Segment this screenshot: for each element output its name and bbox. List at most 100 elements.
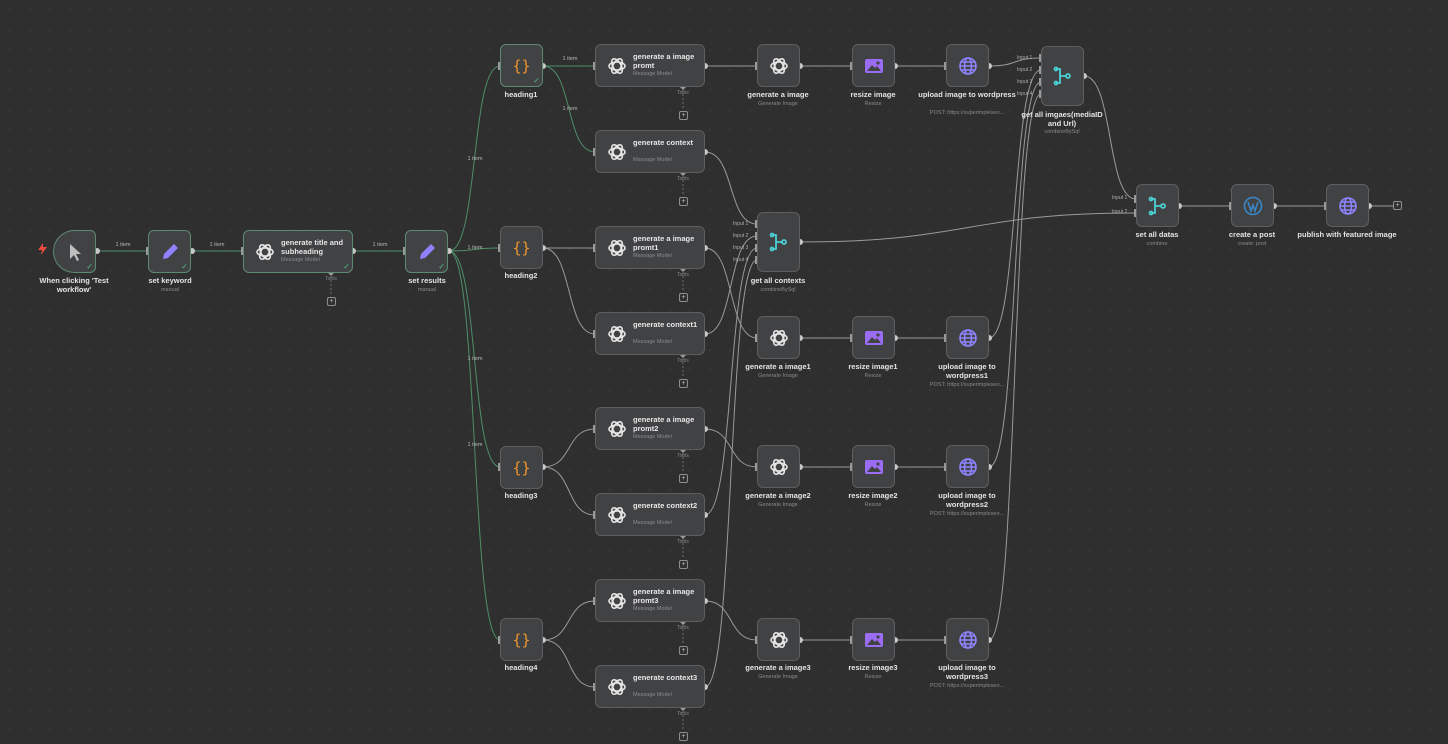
connection-line[interactable] — [448, 250, 501, 468]
input-handle[interactable] — [498, 463, 501, 471]
heading3-node[interactable]: {} — [500, 446, 543, 489]
trigger-node[interactable]: ✓ — [53, 230, 96, 273]
get-all-images-node[interactable] — [1041, 46, 1084, 106]
connection-line[interactable] — [704, 428, 758, 468]
input-handle[interactable] — [755, 256, 758, 264]
input-handle[interactable] — [850, 334, 853, 342]
generate-image3-node[interactable] — [757, 618, 800, 661]
input-handle[interactable] — [755, 334, 758, 342]
input-handle[interactable] — [850, 62, 853, 70]
publish-node[interactable] — [1326, 184, 1369, 227]
add-tool-button[interactable]: + — [679, 293, 688, 302]
connection-line[interactable] — [542, 65, 596, 153]
image-prompt1-node[interactable]: generate a image promt1 Message Model — [595, 226, 705, 269]
resize-image1-node[interactable] — [852, 316, 895, 359]
input-handle[interactable] — [593, 62, 596, 70]
input-handle[interactable] — [498, 62, 501, 70]
input-handle[interactable] — [593, 597, 596, 605]
connection-line[interactable] — [542, 600, 596, 641]
input-handle[interactable] — [755, 636, 758, 644]
generate-image1-node[interactable] — [757, 316, 800, 359]
input-handle[interactable] — [1039, 78, 1042, 86]
input-handle[interactable] — [241, 247, 244, 255]
image-prompt2-node[interactable]: generate a image promt2 Message Model — [595, 407, 705, 450]
input-handle[interactable] — [944, 636, 947, 644]
generate-image-node[interactable] — [757, 44, 800, 87]
connection-line[interactable] — [448, 250, 501, 641]
connection-line[interactable] — [542, 428, 596, 468]
input-handle[interactable] — [593, 330, 596, 338]
connection-line[interactable] — [988, 93, 1042, 641]
resize-image2-node[interactable] — [852, 445, 895, 488]
connection-line[interactable] — [542, 247, 596, 335]
add-tool-button[interactable]: + — [679, 560, 688, 569]
input-handle[interactable] — [498, 636, 501, 644]
input-handle[interactable] — [1229, 202, 1232, 210]
add-tool-button[interactable]: + — [327, 297, 336, 306]
input-handle[interactable] — [850, 636, 853, 644]
upload-image2-node[interactable] — [946, 445, 989, 488]
input-handle[interactable] — [755, 463, 758, 471]
context1-node[interactable]: generate context1 Message Model — [595, 312, 705, 355]
input-handle[interactable] — [1039, 66, 1042, 74]
connection-line[interactable] — [448, 65, 501, 252]
input-handle[interactable] — [944, 334, 947, 342]
generate-image2-node[interactable] — [757, 445, 800, 488]
connection-line[interactable] — [448, 247, 501, 252]
add-tool-button[interactable]: + — [679, 111, 688, 120]
input-handle[interactable] — [1039, 90, 1042, 98]
set-keyword-node[interactable]: ✓ — [148, 230, 191, 273]
set-results-node[interactable]: ✓ — [405, 230, 448, 273]
add-node-button[interactable]: + — [1393, 201, 1402, 210]
context2-node[interactable]: generate context2 Message Model — [595, 493, 705, 536]
input-handle[interactable] — [755, 232, 758, 240]
connection-line[interactable] — [704, 247, 758, 339]
upload-image1-node[interactable] — [946, 316, 989, 359]
input-handle[interactable] — [593, 425, 596, 433]
input-handle[interactable] — [1039, 54, 1042, 62]
input-handle[interactable] — [593, 511, 596, 519]
resize-image-node[interactable] — [852, 44, 895, 87]
input-handle[interactable] — [850, 463, 853, 471]
connection-line[interactable] — [704, 151, 758, 225]
connection-line[interactable] — [704, 259, 758, 688]
connection-line[interactable] — [704, 600, 758, 641]
upload-image3-node[interactable] — [946, 618, 989, 661]
input-handle[interactable] — [593, 148, 596, 156]
add-tool-button[interactable]: + — [679, 646, 688, 655]
input-handle[interactable] — [944, 463, 947, 471]
set-all-datas-node[interactable] — [1136, 184, 1179, 227]
image-prompt3-node[interactable]: generate a image promt3 Message Model — [595, 579, 705, 622]
connection-line[interactable] — [1083, 75, 1137, 200]
resize-image3-node[interactable] — [852, 618, 895, 661]
connection-line[interactable] — [799, 212, 1137, 243]
connection-line[interactable] — [988, 81, 1042, 468]
context-node[interactable]: generate context Message Model — [595, 130, 705, 173]
connection-line[interactable] — [542, 466, 596, 516]
connection-line[interactable] — [704, 247, 758, 516]
image-prompt-node[interactable]: generate a image promt Message Model — [595, 44, 705, 87]
input-handle[interactable] — [146, 247, 149, 255]
input-handle[interactable] — [944, 62, 947, 70]
create-post-node[interactable] — [1231, 184, 1274, 227]
input-handle[interactable] — [593, 683, 596, 691]
heading2-node[interactable]: {} — [500, 226, 543, 269]
connection-line[interactable] — [704, 235, 758, 335]
heading4-node[interactable]: {} — [500, 618, 543, 661]
input-handle[interactable] — [1324, 202, 1327, 210]
connection-line[interactable] — [542, 639, 596, 688]
add-tool-button[interactable]: + — [679, 732, 688, 741]
context3-node[interactable]: generate context3 Message Model — [595, 665, 705, 708]
input-handle[interactable] — [403, 247, 406, 255]
input-handle[interactable] — [755, 220, 758, 228]
connection-line[interactable] — [988, 69, 1042, 339]
input-handle[interactable] — [755, 62, 758, 70]
input-handle[interactable] — [593, 244, 596, 252]
upload-image-node[interactable] — [946, 44, 989, 87]
input-handle[interactable] — [1134, 209, 1137, 217]
input-handle[interactable] — [755, 244, 758, 252]
add-tool-button[interactable]: + — [679, 379, 688, 388]
add-tool-button[interactable]: + — [679, 197, 688, 206]
input-handle[interactable] — [1134, 195, 1137, 203]
